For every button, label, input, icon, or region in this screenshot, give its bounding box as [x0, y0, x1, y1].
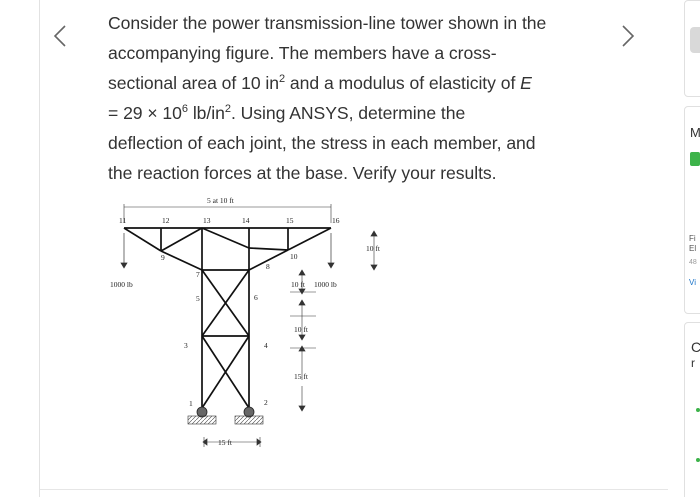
question-line: = 29 × 106 lb/in2. Using ANSYS, determin… — [108, 98, 603, 128]
green-dot-icon — [696, 458, 700, 462]
question-line: sectional area of 10 in2 and a modulus o… — [108, 68, 603, 98]
question-line: the reaction forces at the base. Verify … — [108, 163, 497, 183]
question-line: deflection of each joint, the stress in … — [108, 133, 536, 153]
top-dimension-label: 5 at 10 ft — [207, 196, 235, 205]
question-fragment: lb/in — [187, 103, 225, 123]
load-arrows — [120, 230, 378, 446]
node-label: 1 — [189, 399, 193, 408]
node-label: 13 — [203, 216, 211, 225]
side-heading: r — [691, 356, 695, 370]
side-button[interactable] — [690, 27, 700, 53]
node-label: 16 — [332, 216, 340, 225]
node-label: 15 — [286, 216, 294, 225]
side-text: El — [689, 244, 697, 253]
dimension-label: 10 ft — [366, 244, 381, 253]
supports — [187, 406, 264, 425]
node-label: 8 — [266, 262, 270, 271]
superscript: 2 — [279, 73, 286, 85]
tower-diagram: 5 at 10 ft 11 12 13 14 15 16 10 9 8 7 6 … — [110, 196, 381, 447]
node-label: 2 — [264, 398, 268, 407]
right-side-panel: M Fi El 48 Vi C r — [676, 0, 700, 497]
side-heading: M — [690, 125, 700, 140]
question-card — [40, 0, 668, 490]
tower-figure: 5 at 10 ft 11 12 13 14 15 16 10 9 8 7 6 … — [104, 188, 400, 468]
side-link[interactable]: Vi — [689, 278, 696, 287]
side-text: 48 — [689, 259, 697, 266]
load-label: 1000 lb — [314, 280, 337, 289]
node-label: 6 — [254, 293, 258, 302]
node-label: 12 — [162, 216, 170, 225]
node-label: 11 — [119, 216, 126, 225]
left-rail — [0, 0, 40, 497]
superscript: 2 — [224, 103, 231, 115]
node-label: 3 — [184, 341, 188, 350]
question-fragment: . Using ANSYS, determine the — [230, 103, 466, 123]
chevron-left-icon[interactable] — [48, 23, 74, 49]
node-label: 7 — [196, 270, 200, 279]
dimension-label: 10 ft — [291, 280, 306, 289]
node-label: 9 — [161, 253, 165, 262]
question-fragment: = 29 × 10 — [108, 103, 182, 123]
node-label: 14 — [242, 216, 250, 225]
dimension-label: 10 ft — [294, 325, 309, 334]
question-fragment: sectional area of 10 in — [108, 73, 279, 93]
node-label: 10 — [290, 252, 298, 261]
question-line: Consider the power transmission-line tow… — [108, 13, 547, 33]
base-dimension-label: 15 ft — [218, 438, 233, 447]
truss-members — [123, 227, 332, 409]
load-label: 1000 lb — [110, 280, 133, 289]
question-text: Consider the power transmission-line tow… — [108, 8, 603, 188]
side-text: Fi — [689, 234, 696, 243]
question-fragment: and a modulus of elasticity of — [285, 73, 521, 93]
green-dot-icon — [696, 408, 700, 412]
variable-e: E — [520, 73, 532, 93]
question-line: accompanying figure. The members have a … — [108, 43, 497, 63]
superscript: 6 — [181, 103, 188, 115]
node-label: 5 — [196, 294, 200, 303]
green-badge-icon — [690, 152, 700, 166]
side-heading: C — [691, 339, 700, 355]
dimension-label: 15 ft — [294, 372, 309, 381]
side-card — [684, 322, 700, 497]
chevron-right-icon[interactable] — [614, 23, 640, 49]
node-label: 4 — [264, 341, 268, 350]
